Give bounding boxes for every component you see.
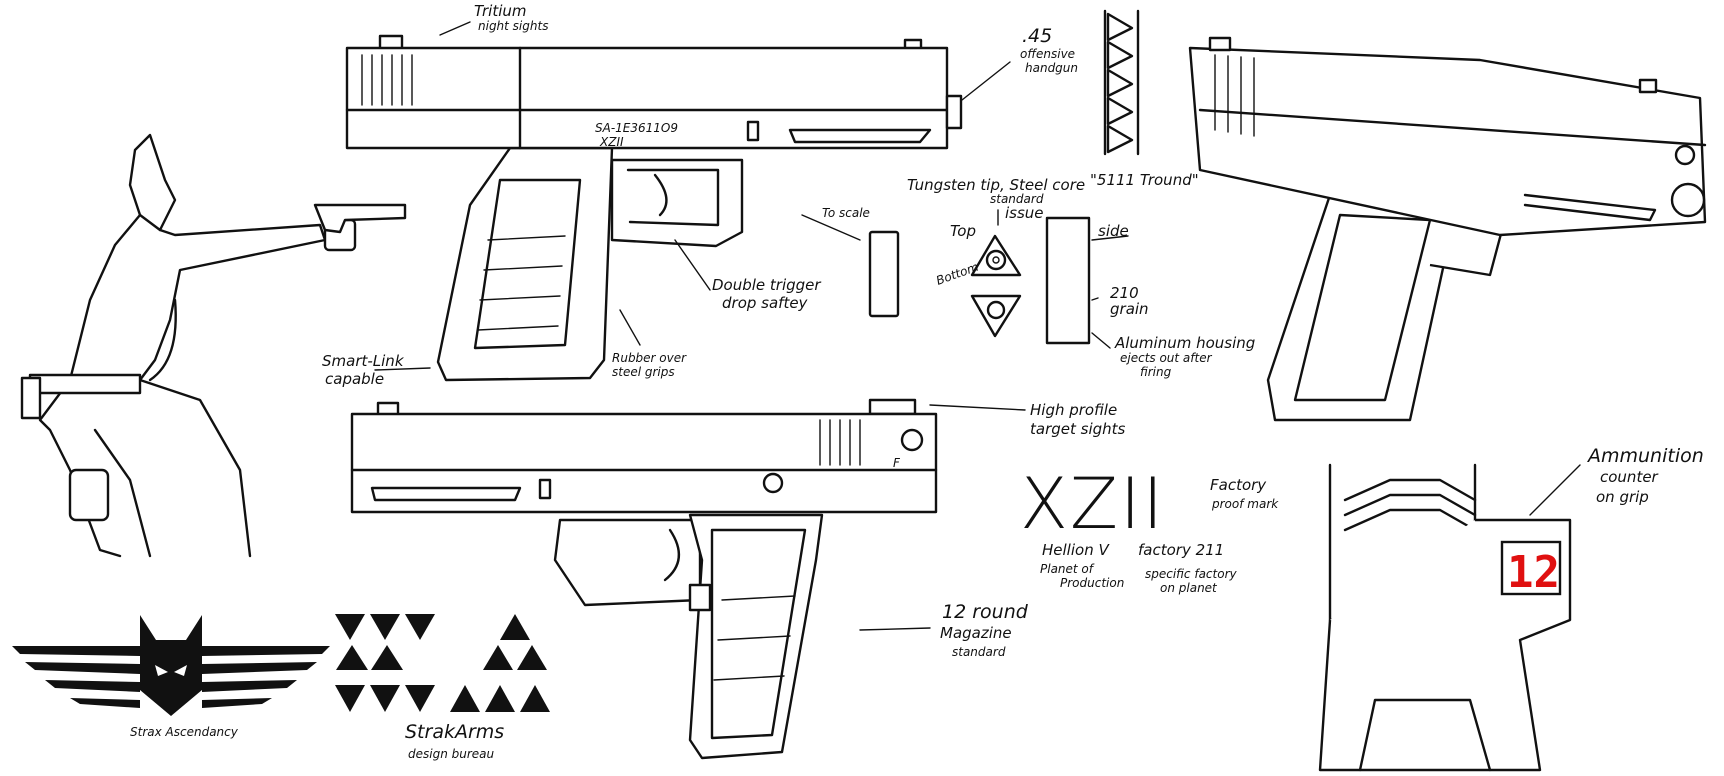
label-planet-1: Hellion V [1042, 541, 1110, 559]
pistol-side-view-right: F [350, 398, 938, 760]
label-round-issue-1: standard [990, 192, 1044, 206]
label-faction-logo: Strax Ascendancy [130, 725, 239, 739]
ammo-counter-detail: 12 [1318, 463, 1572, 772]
label-round-issue-2: issue [1005, 204, 1044, 222]
label-round-tip: Tungsten tip, Steel core [907, 176, 1085, 194]
label-proof-mark-2: proof mark [1211, 497, 1279, 511]
label-target-sights-1: High profile [1030, 401, 1117, 419]
label-grips-1: Rubber over [612, 351, 687, 365]
label-planet-3: Production [1060, 576, 1124, 590]
round-diagrams [801, 209, 1129, 349]
label-trigger-1: Double trigger [712, 276, 821, 294]
label-housing-3: firing [1140, 365, 1172, 379]
label-side: side [1098, 222, 1129, 240]
label-magazine-1: 12 round [942, 601, 1029, 623]
label-target-sights-2: target sights [1030, 420, 1126, 438]
label-ammo-counter-2: counter [1600, 468, 1659, 486]
label-caliber: .45 [1022, 25, 1052, 47]
pistol-side-view-left: SA-1E3611O9 XZII [345, 34, 963, 382]
ammo-counter-display: 12 [1507, 547, 1560, 598]
label-magazine-3: standard [952, 645, 1006, 659]
label-top: Top [950, 222, 976, 240]
strakarms-logo [335, 614, 550, 712]
label-housing-1: Aluminum housing [1114, 334, 1255, 352]
strax-ascendancy-logo [12, 615, 330, 716]
label-to-scale: To scale [822, 206, 870, 220]
label-ammo-counter-1: Ammunition [1586, 445, 1704, 467]
label-smartlink-1: Smart-Link [322, 352, 405, 370]
label-factory-2: specific factory [1145, 567, 1238, 581]
label-grain-2: grain [1110, 300, 1149, 318]
label-factory-3: on planet [1160, 581, 1218, 595]
label-factory-1: factory 211 [1138, 541, 1224, 559]
leader-lines [374, 21, 1581, 631]
label-magazine-2: Magazine [940, 624, 1012, 642]
label-proof-mark-1: Factory [1210, 476, 1267, 494]
frame-mark: F [893, 456, 901, 470]
label-housing-2: ejects out after [1120, 351, 1213, 365]
label-maker-logo-2: design bureau [408, 747, 495, 761]
label-caliber-3: handgun [1025, 61, 1078, 75]
label-sights-2: night sights [478, 19, 548, 33]
label-caliber-2: offensive [1020, 47, 1075, 61]
label-ammo-counter-3: on grip [1596, 488, 1649, 506]
figure-aiming-pistol [20, 133, 407, 558]
label-smartlink-2: capable [325, 370, 384, 388]
label-planet-2: Planet of [1040, 562, 1095, 576]
label-bottom: Bottom [934, 260, 980, 288]
label-trigger-2: drop saftey [722, 294, 809, 312]
proof-mark: XZII [1020, 463, 1165, 545]
magazine-rounds-stack [1103, 9, 1140, 156]
pistol-three-quarter-view [1188, 36, 1707, 422]
slide-engraving: XZII [599, 135, 624, 149]
serial-number: SA-1E3611O9 [595, 121, 678, 135]
label-grain-1: 210 [1110, 284, 1139, 302]
label-grips-2: steel grips [612, 365, 675, 379]
annotations: Tritium night sights .45 offensive handg… [130, 2, 1704, 761]
label-maker-logo-1: StrakArms [405, 721, 504, 743]
label-round-name: "5111 Tround" [1090, 171, 1199, 189]
label-sights-1: Tritium [474, 2, 527, 20]
